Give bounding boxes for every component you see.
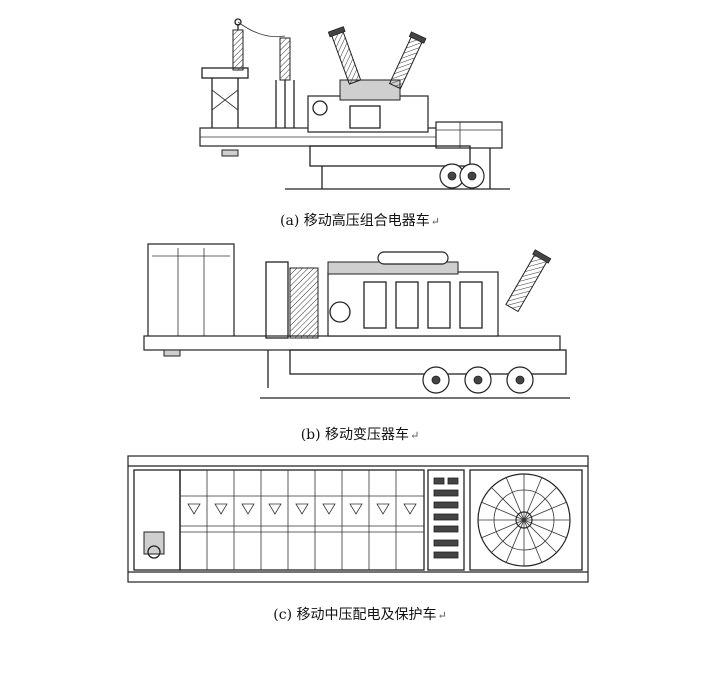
diagram-a-hv-switchgear-vehicle [190, 10, 520, 200]
caption-c-text: (c) 移动中压配电及保护车 [273, 607, 437, 623]
caption-b-text: (b) 移动变压器车 [300, 427, 410, 443]
caption-b: (b) 移动变压器车↵ [260, 424, 460, 444]
return-mark-b: ↵ [410, 429, 420, 442]
diagram-b-transformer-vehicle [140, 238, 580, 408]
caption-a: (a) 移动高压组合电器车↵ [230, 210, 490, 230]
caption-c: (c) 移动中压配电及保护车↵ [230, 604, 490, 624]
switchgear-bays [179, 469, 425, 571]
diagram-c-mv-distribution-vehicle [122, 448, 596, 590]
return-mark-c: ↵ [437, 609, 447, 622]
return-mark-a: ↵ [430, 215, 440, 228]
caption-a-text: (a) 移动高压组合电器车 [280, 213, 430, 229]
